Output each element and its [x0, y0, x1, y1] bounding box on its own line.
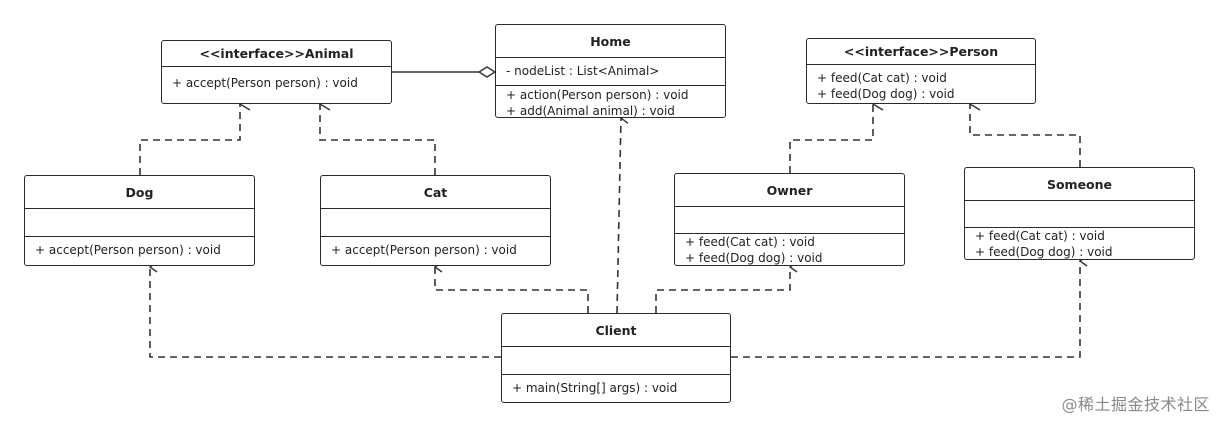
method: + feed(Dog dog) : void: [685, 250, 823, 265]
class-title: Owner: [675, 174, 904, 207]
dependency-client-someone: [731, 261, 1080, 358]
method: + feed(Cat cat) : void: [685, 235, 815, 249]
methods-section: + feed(Cat cat) : void + feed(Dog dog) :…: [675, 234, 904, 265]
methods-section: + feed(Cat cat) : void + feed(Dog dog) :…: [807, 65, 1035, 103]
methods-section: + feed(Cat cat) : void + feed(Dog dog) :…: [965, 228, 1194, 259]
realization-someone-person: [970, 104, 1081, 167]
attributes-section: [25, 209, 254, 237]
class-home[interactable]: Home - nodeList : List<Animal> + action(…: [495, 24, 726, 118]
class-title: Someone: [965, 168, 1194, 201]
dependency-client-owner: [655, 267, 790, 313]
methods-section: + accept(Person person) : void: [25, 237, 254, 265]
realization-dog-animal: [139, 104, 240, 175]
method: + action(Person person) : void: [506, 88, 689, 102]
class-someone[interactable]: Someone + feed(Cat cat) : void + feed(Do…: [964, 167, 1195, 260]
methods-section: + action(Person person) : void + add(Ani…: [496, 86, 725, 118]
method: + accept(Person person) : void: [35, 243, 221, 257]
method: + feed(Dog dog) : void: [975, 244, 1113, 259]
method: + add(Animal animal) : void: [506, 103, 675, 118]
dependency-client-cat: [435, 267, 589, 313]
class-title: Home: [496, 25, 725, 58]
attribute: - nodeList : List<Animal>: [506, 64, 660, 78]
attributes-section: [502, 347, 730, 375]
class-animal[interactable]: <<interface>>Animal + accept(Person pers…: [161, 40, 392, 104]
class-title: Dog: [25, 176, 254, 209]
method: + feed(Dog dog) : void: [817, 86, 955, 101]
method: + main(String[] args) : void: [512, 381, 678, 395]
attributes-section: - nodeList : List<Animal>: [496, 58, 725, 86]
method: + feed(Cat cat) : void: [975, 229, 1105, 243]
methods-section: + main(String[] args) : void: [502, 375, 730, 402]
method: + accept(Person person) : void: [172, 76, 358, 90]
class-title: Client: [502, 314, 730, 347]
realization-owner-person: [789, 104, 873, 173]
aggregation-diamond: [477, 66, 497, 78]
attributes-section: [675, 207, 904, 234]
methods-section: + accept(Person person) : void: [162, 67, 391, 103]
class-owner[interactable]: Owner + feed(Cat cat) : void + feed(Dog …: [674, 173, 905, 266]
watermark: @稀土掘金技术社区: [1061, 395, 1210, 414]
realization-cat-animal: [320, 104, 436, 175]
class-person[interactable]: <<interface>>Person + feed(Cat cat) : vo…: [806, 38, 1036, 104]
method: + feed(Cat cat) : void: [817, 71, 947, 85]
attributes-section: [965, 201, 1194, 228]
class-cat[interactable]: Cat + accept(Person person) : void: [320, 175, 551, 266]
class-title: <<interface>>Person: [807, 39, 1035, 65]
class-client[interactable]: Client + main(String[] args) : void: [501, 313, 731, 403]
class-dog[interactable]: Dog + accept(Person person) : void: [24, 175, 255, 266]
method: + accept(Person person) : void: [331, 243, 517, 257]
class-title: <<interface>>Animal: [162, 41, 391, 67]
class-title: Cat: [321, 176, 550, 209]
dependency-client-dog: [150, 267, 501, 358]
attributes-section: [321, 209, 550, 237]
dependency-client-home: [616, 118, 621, 314]
methods-section: + accept(Person person) : void: [321, 237, 550, 265]
